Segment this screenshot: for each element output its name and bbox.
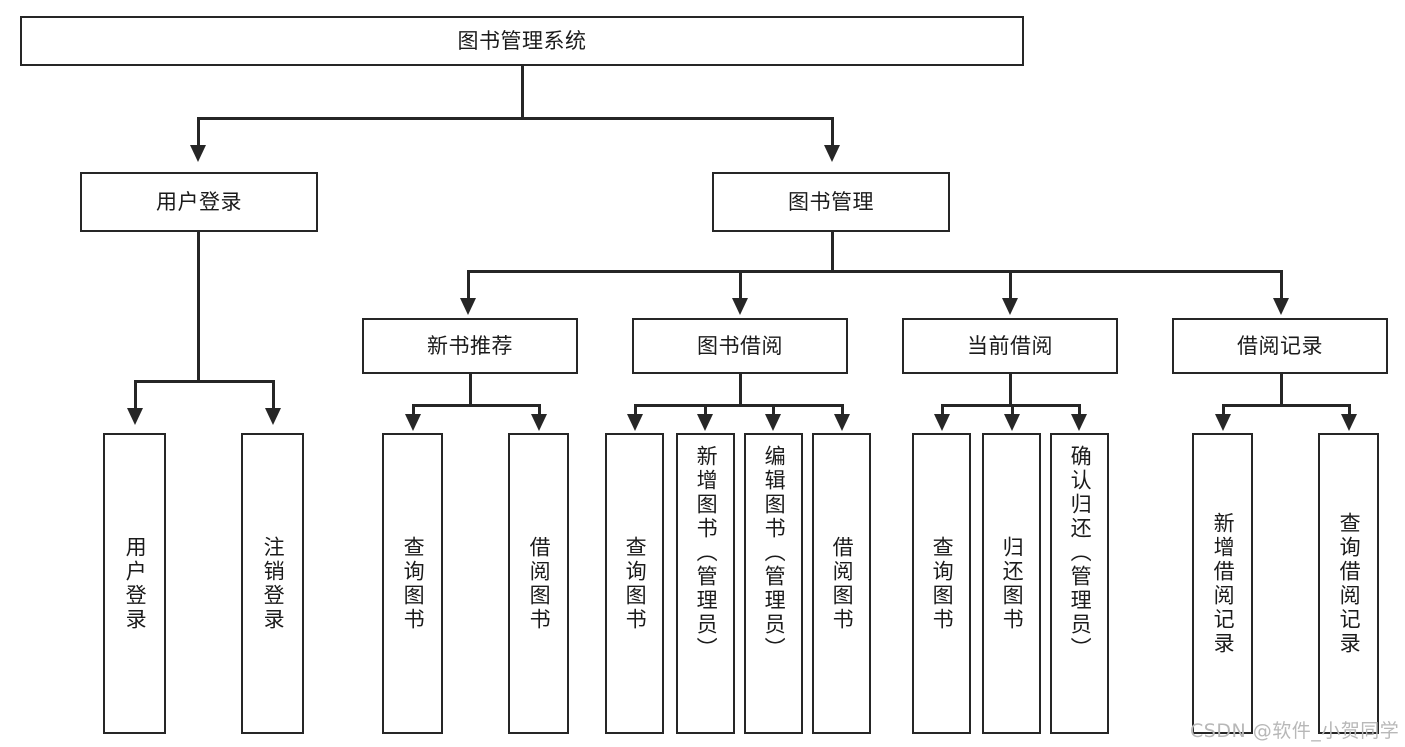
- node-label: 图书管理系统: [457, 28, 587, 53]
- node-label: 查询借阅记录: [1337, 511, 1362, 656]
- arrow-to-leaf-query-record: [1341, 414, 1357, 431]
- node-label: 图书管理: [788, 189, 874, 214]
- connector-root-drop-1: [197, 117, 200, 147]
- connector-bookborrow-drop-3: [772, 404, 775, 418]
- node-label: 用户登录: [156, 189, 242, 214]
- node-label: 借阅记录: [1237, 333, 1323, 358]
- leaf-confirm-return-admin[interactable]: 确认归还（管理员）: [1050, 433, 1109, 734]
- connector-newbook-bus: [412, 404, 540, 407]
- connector-newbook-drop-1: [412, 404, 415, 418]
- connector-level3-drop-4: [1280, 270, 1283, 300]
- arrow-to-leaf-borrow-book-2: [834, 414, 850, 431]
- node-label: 借阅图书: [830, 535, 855, 632]
- connector-userlogin-drop-2: [272, 380, 275, 410]
- leaf-borrow-book-newbook[interactable]: 借阅图书: [508, 433, 569, 734]
- connector-userlogin-stem: [197, 232, 200, 382]
- leaf-query-book-current[interactable]: 查询图书: [912, 433, 971, 734]
- connector-currentborrow-bus: [941, 404, 1080, 407]
- arrow-to-leaf-return-book: [1004, 414, 1020, 431]
- connector-level3-drop-2: [739, 270, 742, 300]
- csdn-watermark: CSDN @软件_小贺同学: [1190, 720, 1400, 742]
- connector-bookborrow-bus: [634, 404, 843, 407]
- arrow-to-borrow-records: [1273, 298, 1289, 315]
- leaf-query-book-newbook[interactable]: 查询图书: [382, 433, 443, 734]
- node-label: 查询图书: [401, 535, 426, 632]
- node-label: 新增借阅记录: [1211, 511, 1236, 656]
- connector-records-bus: [1222, 404, 1350, 407]
- arrow-to-leaf-query-book-1: [405, 414, 421, 431]
- node-label: 新书推荐: [427, 333, 513, 358]
- leaf-return-book[interactable]: 归还图书: [982, 433, 1041, 734]
- connector-level3-drop-3: [1009, 270, 1012, 300]
- connector-currentborrow-drop-2: [1011, 404, 1014, 418]
- node-new-book-recommend[interactable]: 新书推荐: [362, 318, 578, 374]
- connector-newbook-stem: [469, 374, 472, 406]
- node-borrow-records[interactable]: 借阅记录: [1172, 318, 1388, 374]
- node-label: 当前借阅: [967, 333, 1053, 358]
- leaf-user-login[interactable]: 用户登录: [103, 433, 166, 734]
- leaf-borrow-book-borrow[interactable]: 借阅图书: [812, 433, 871, 734]
- connector-bookmanage-stem: [831, 232, 834, 272]
- arrow-to-leaf-confirm-return: [1071, 414, 1087, 431]
- connector-bookborrow-stem: [739, 374, 742, 406]
- connector-currentborrow-drop-1: [941, 404, 944, 418]
- leaf-edit-book-admin[interactable]: 编辑图书（管理员）: [744, 433, 803, 734]
- arrow-to-book-manage: [824, 145, 840, 162]
- arrow-to-current-borrow: [1002, 298, 1018, 315]
- node-label: 编辑图书（管理员）: [762, 445, 787, 661]
- node-label: 查询图书: [930, 535, 955, 632]
- connector-currentborrow-stem: [1009, 374, 1012, 406]
- connector-root-stem: [521, 66, 524, 119]
- arrow-to-leaf-add-book: [697, 414, 713, 431]
- leaf-query-borrow-record[interactable]: 查询借阅记录: [1318, 433, 1379, 734]
- leaf-add-book-admin[interactable]: 新增图书（管理员）: [676, 433, 735, 734]
- arrow-to-leaf-query-book-3: [934, 414, 950, 431]
- connector-root-bus: [197, 117, 833, 120]
- node-book-borrow[interactable]: 图书借阅: [632, 318, 848, 374]
- leaf-logout[interactable]: 注销登录: [241, 433, 304, 734]
- arrow-to-leaf-add-record: [1215, 414, 1231, 431]
- node-user-login[interactable]: 用户登录: [80, 172, 318, 232]
- node-label: 图书借阅: [697, 333, 783, 358]
- node-label: 用户登录: [123, 535, 148, 632]
- node-book-management[interactable]: 图书管理: [712, 172, 950, 232]
- arrow-to-book-borrow: [732, 298, 748, 315]
- connector-userlogin-bus: [134, 380, 274, 383]
- leaf-query-book-borrow[interactable]: 查询图书: [605, 433, 664, 734]
- arrow-to-leaf-edit-book: [765, 414, 781, 431]
- connector-root-drop-2: [831, 117, 834, 147]
- node-root-system[interactable]: 图书管理系统: [20, 16, 1024, 66]
- connector-records-drop-1: [1222, 404, 1225, 418]
- leaf-add-borrow-record[interactable]: 新增借阅记录: [1192, 433, 1253, 734]
- connector-level3-bus: [467, 270, 1282, 273]
- connector-currentborrow-drop-3: [1078, 404, 1081, 418]
- arrow-to-user-login: [190, 145, 206, 162]
- arrow-to-leaf-query-book-2: [627, 414, 643, 431]
- connector-records-stem: [1280, 374, 1283, 406]
- node-label: 新增图书（管理员）: [694, 445, 719, 661]
- connector-newbook-drop-2: [538, 404, 541, 418]
- node-label: 注销登录: [261, 535, 286, 632]
- arrow-to-new-book-rec: [460, 298, 476, 315]
- node-label: 确认归还（管理员）: [1068, 445, 1093, 661]
- connector-level3-drop-1: [467, 270, 470, 300]
- node-label: 借阅图书: [527, 535, 552, 632]
- node-label: 归还图书: [1000, 535, 1025, 632]
- connector-bookborrow-drop-4: [841, 404, 844, 418]
- arrow-to-leaf-user-login: [127, 408, 143, 425]
- connector-bookborrow-drop-1: [634, 404, 637, 418]
- connector-records-drop-2: [1348, 404, 1351, 418]
- arrow-to-leaf-borrow-book-1: [531, 414, 547, 431]
- connector-userlogin-drop-1: [134, 380, 137, 410]
- connector-bookborrow-drop-2: [704, 404, 707, 418]
- node-current-borrow[interactable]: 当前借阅: [902, 318, 1118, 374]
- node-label: 查询图书: [623, 535, 648, 632]
- arrow-to-leaf-logout: [265, 408, 281, 425]
